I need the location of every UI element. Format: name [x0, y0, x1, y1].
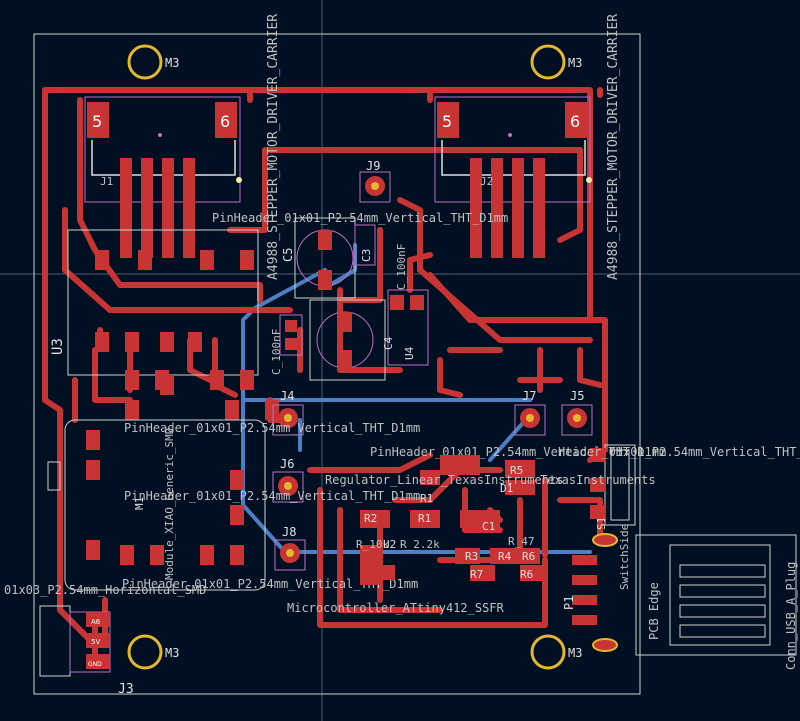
svg-text:M3: M3 [165, 56, 179, 70]
svg-text:J4: J4 [280, 389, 294, 403]
svg-text:R4: R4 [498, 550, 512, 563]
svg-text:U4: U4 [403, 346, 416, 360]
svg-text:J3: J3 [118, 682, 134, 697]
svg-text:J7: J7 [522, 389, 536, 403]
svg-text:R2: R2 [364, 512, 377, 525]
svg-text:Module_XIAO_Generic_SMD: Module_XIAO_Generic_SMD [163, 428, 176, 580]
connector-j1[interactable]: 5 6 J1 [84, 96, 242, 258]
svg-text:C3: C3 [360, 249, 373, 262]
header-right-text: Header_01x01_P2.54mm_Vertical_THT_D1mm [558, 445, 800, 459]
svg-text:S1: S1 [595, 517, 608, 530]
svg-text:R1: R1 [420, 492, 433, 505]
svg-text:P1: P1 [562, 596, 576, 610]
svg-text:R1: R1 [418, 512, 431, 525]
svg-text:6: 6 [570, 112, 580, 131]
j3-value: 01x03_P2.54mm_Horizontal_SMD [4, 583, 206, 597]
svg-text:J1: J1 [100, 175, 113, 188]
mounting-hole-bl: M3 [127, 634, 179, 670]
passives-cluster[interactable]: R2 R1 R1 R5 C1 R3 R4 R7 R6 R6 R_10k R_2.… [356, 455, 545, 585]
driver-u1-label: A4988_STEPPER_MOTOR_DRIVER_CARRIER [266, 14, 281, 280]
header-j6[interactable]: J6 [272, 457, 304, 503]
reg-u4[interactable]: U4 C4 [382, 289, 429, 366]
mounting-hole-br: M3 [530, 634, 582, 670]
j9-value: PinHeader_01x01_P2.54mm_Vertical_THT_D1m… [212, 211, 508, 225]
driver-u2-label: A4988_STEPPER_MOTOR_DRIVER_CARRIER [606, 14, 621, 280]
svg-text:PCB Edge: PCB Edge [647, 582, 661, 640]
cap-c4[interactable]: C4 [309, 299, 386, 381]
svg-text:R_2.2k: R_2.2k [400, 538, 440, 551]
svg-text:5: 5 [442, 112, 452, 131]
connector-j2[interactable]: 5 6 J2 [434, 96, 592, 258]
u3-pads [95, 250, 279, 420]
j6-value: PinHeader_01x01_P2.54mm_Vertical_THT_D1m… [124, 489, 420, 503]
connector-j3[interactable]: A6 5V GND J3 [39, 605, 134, 697]
reg-value: Regulator_Linear_TexasInstruments [325, 473, 563, 487]
svg-text:R3: R3 [465, 550, 478, 563]
board-edge [33, 33, 641, 695]
mcu-name: Microcontroller_ATtiny412_SSFR [287, 601, 505, 615]
svg-text:J2: J2 [480, 175, 493, 188]
header-j9[interactable]: J9 [359, 159, 391, 203]
mounting-hole-tr: M3 [530, 44, 582, 80]
switch-s1[interactable]: S1 SwitchSide [590, 444, 636, 590]
svg-text:SwitchSide: SwitchSide [618, 524, 631, 590]
svg-text:J8: J8 [282, 525, 296, 539]
svg-text:6: 6 [220, 112, 230, 131]
svg-text:C5: C5 [281, 248, 295, 262]
header-j5[interactable]: J5 [561, 389, 593, 436]
texas-text: TexasInstruments [540, 473, 656, 487]
svg-text:R_10k: R_10k [356, 538, 389, 551]
svg-text:R5: R5 [510, 464, 523, 477]
svg-text:J6: J6 [280, 457, 294, 471]
svg-text:D1: D1 [500, 482, 513, 495]
svg-text:Conn_USB_A_Plug: Conn_USB_A_Plug [784, 562, 798, 670]
svg-text:C_100nF: C_100nF [395, 244, 408, 290]
svg-text:GND: GND [88, 661, 102, 668]
driver-u3[interactable]: U3 [50, 229, 259, 376]
header-j8[interactable]: J8 [274, 525, 306, 571]
cap-c3[interactable]: C3 C_100nF [354, 224, 408, 290]
module-xiao[interactable]: Module_XIAO_Generic_SMD M1 [47, 375, 266, 591]
svg-text:U3: U3 [50, 338, 66, 355]
j8-value: PinHeader_01x01_P2.54mm_Vertical_THT_D1m… [122, 577, 418, 591]
svg-text:C1: C1 [482, 520, 495, 533]
svg-text:M1: M1 [133, 497, 146, 510]
svg-text:A6: A6 [91, 618, 101, 626]
cap-c5[interactable]: C5 [281, 217, 356, 299]
svg-text:C4: C4 [382, 336, 395, 350]
svg-text:M3: M3 [568, 56, 582, 70]
svg-text:U2: U2 [383, 538, 396, 551]
svg-text:5V: 5V [91, 638, 100, 646]
svg-text:M3: M3 [165, 646, 179, 660]
usb-connector[interactable]: P1 PCB Edge Conn_USB_A_Plug [562, 533, 798, 670]
mounting-hole-tl: M3 [127, 44, 179, 80]
header-j4[interactable]: J4 [272, 389, 304, 436]
svg-text:5: 5 [92, 112, 102, 131]
header-j7[interactable]: J7 [514, 389, 546, 436]
svg-text:C_100nF: C_100nF [270, 329, 283, 375]
svg-text:R7: R7 [470, 568, 483, 581]
svg-text:J5: J5 [570, 389, 584, 403]
svg-text:R_47: R_47 [508, 535, 535, 548]
j4-value: PinHeader_01x01_P2.54mm_Vertical_THT_D1m… [124, 421, 420, 435]
svg-text:M3: M3 [568, 646, 582, 660]
svg-text:R6: R6 [522, 550, 535, 563]
cap-c2[interactable]: C_100nF [270, 314, 303, 375]
svg-text:J9: J9 [366, 159, 380, 173]
svg-text:R6: R6 [520, 568, 533, 581]
